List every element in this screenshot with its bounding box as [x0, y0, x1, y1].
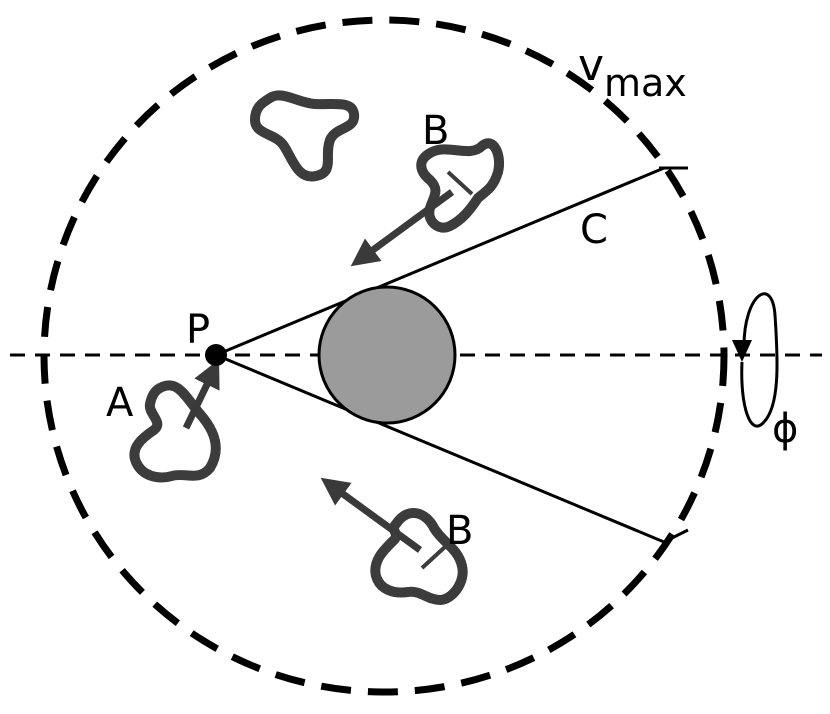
label-c: C — [580, 207, 608, 253]
rotation-arrowhead — [732, 340, 752, 362]
label-p: P — [186, 307, 210, 353]
molecule-blob-top — [250, 90, 360, 182]
label-a: A — [106, 380, 134, 426]
velocity-arrow-b-lower — [320, 477, 423, 553]
label-b-lower: B — [446, 508, 473, 554]
cone-upper-line — [215, 166, 665, 357]
cone-lower-line — [215, 353, 665, 544]
label-phi: ϕ — [772, 406, 798, 452]
blob-b-lower-bond — [420, 544, 448, 570]
point-p-dot — [205, 344, 227, 366]
molecule-blob-a — [129, 380, 221, 483]
velocity-arrow-b-upper — [350, 189, 455, 267]
obstacle-disk — [317, 285, 457, 425]
molecule-blob-b-upper — [416, 138, 504, 233]
label-v: v — [578, 40, 604, 91]
cone-lower-tick — [663, 528, 689, 544]
label-b-upper: B — [422, 108, 449, 154]
blob-b-upper-bond — [446, 170, 474, 196]
molecule-blob-b-lower — [370, 508, 468, 605]
velocity-arrow-a — [182, 359, 220, 430]
label-vmax-subscript: max — [604, 61, 687, 105]
rotation-arrow-loop — [740, 292, 779, 428]
